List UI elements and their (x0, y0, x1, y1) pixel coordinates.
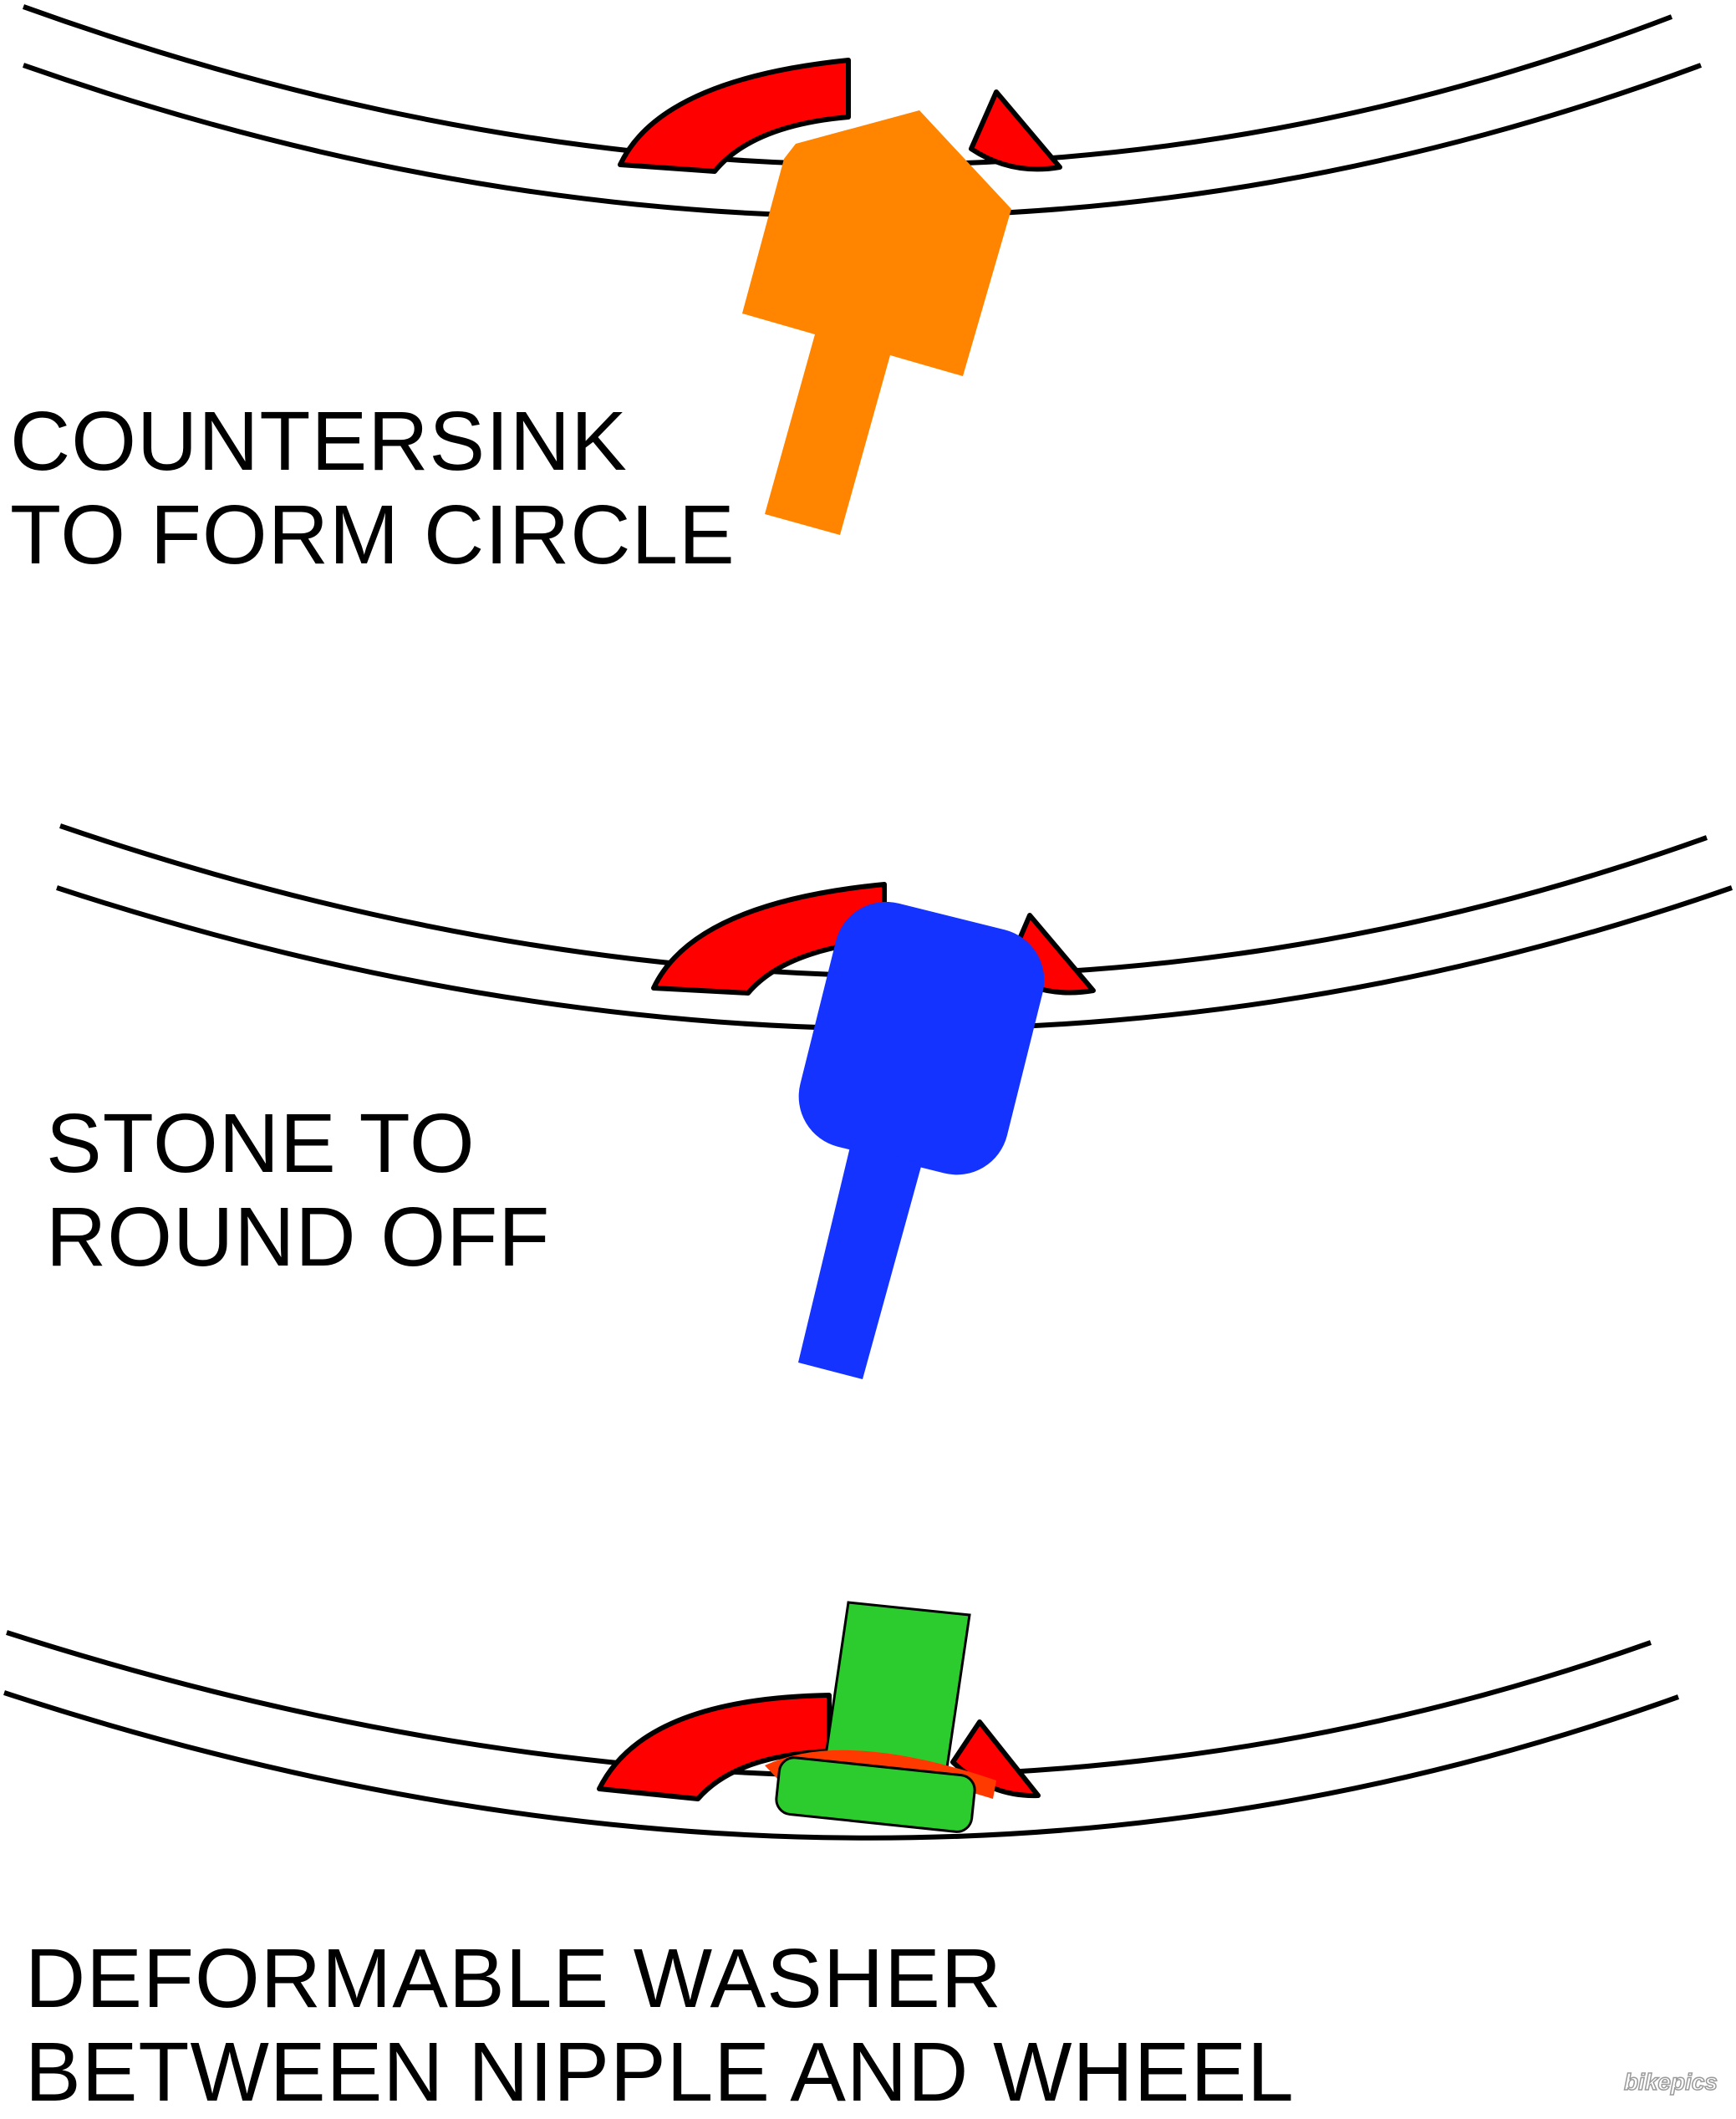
label-washer: DEFORMABLE WASHER BETWEEN NIPPLE AND WHE… (25, 1932, 1295, 2119)
label-line: ROUND OFF (46, 1190, 551, 1284)
label-line: DEFORMABLE WASHER (25, 1932, 1003, 2025)
label-line: STONE TO (46, 1097, 476, 1190)
stone-tool (798, 901, 1045, 1379)
rim-section-left (597, 1693, 832, 1801)
nipple-head (775, 1756, 976, 1833)
rim-section-left (618, 58, 851, 174)
watermark-text: bikepics (1624, 2069, 1718, 2095)
label-countersink: COUNTERSINK TO FORM CIRCLE (10, 395, 736, 582)
watermark-logo: bikepics (1623, 2068, 1718, 2096)
panel-countersink (22, 4, 1703, 535)
panel-washer (3, 1601, 1680, 1841)
rim-inner-curve (3, 1690, 1680, 1841)
label-line: COUNTERSINK (10, 395, 628, 488)
rim-section-right (969, 89, 1062, 172)
label-line: TO FORM CIRCLE (10, 488, 736, 582)
label-stone: STONE TO ROUND OFF (46, 1097, 550, 1284)
label-line: BETWEEN NIPPLE AND WHEEL (25, 2025, 1295, 2119)
rim-section-left (651, 882, 887, 996)
countersink-tool (742, 110, 1011, 535)
panel-stone (56, 823, 1733, 1379)
